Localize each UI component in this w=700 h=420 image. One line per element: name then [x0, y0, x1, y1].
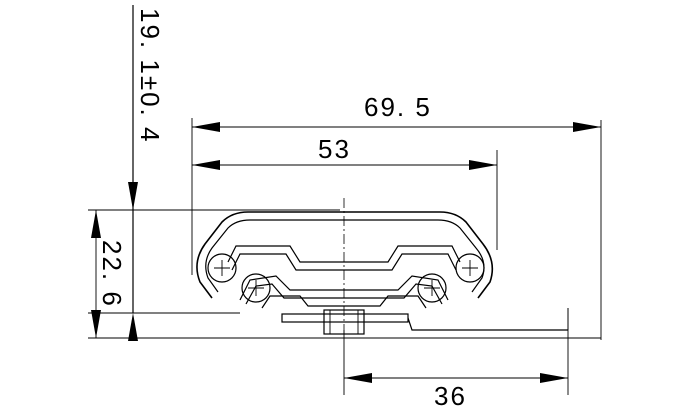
ball-bearings [207, 253, 485, 303]
dimension-total-height [91, 210, 101, 338]
dim-inner-width-label: 53 [318, 134, 351, 164]
extension-lines [88, 5, 602, 395]
bearing-ball [207, 253, 237, 283]
dim-offset-label: 36 [434, 381, 467, 411]
slide-rail-profile [196, 211, 569, 335]
dimension-rail-height [128, 182, 138, 341]
dim-overall-width-label: 69. 5 [364, 92, 432, 122]
dimension-overall-width [192, 122, 601, 132]
dim-rail-height-label: 19. 1±0. 4 [135, 8, 165, 143]
bearing-ball [241, 273, 271, 303]
bearing-ball [455, 253, 485, 283]
dimension-offset [344, 373, 568, 383]
bearing-ball [417, 273, 447, 303]
dim-total-height-label: 22. 6 [97, 240, 127, 308]
dimension-inner-width [192, 160, 497, 170]
